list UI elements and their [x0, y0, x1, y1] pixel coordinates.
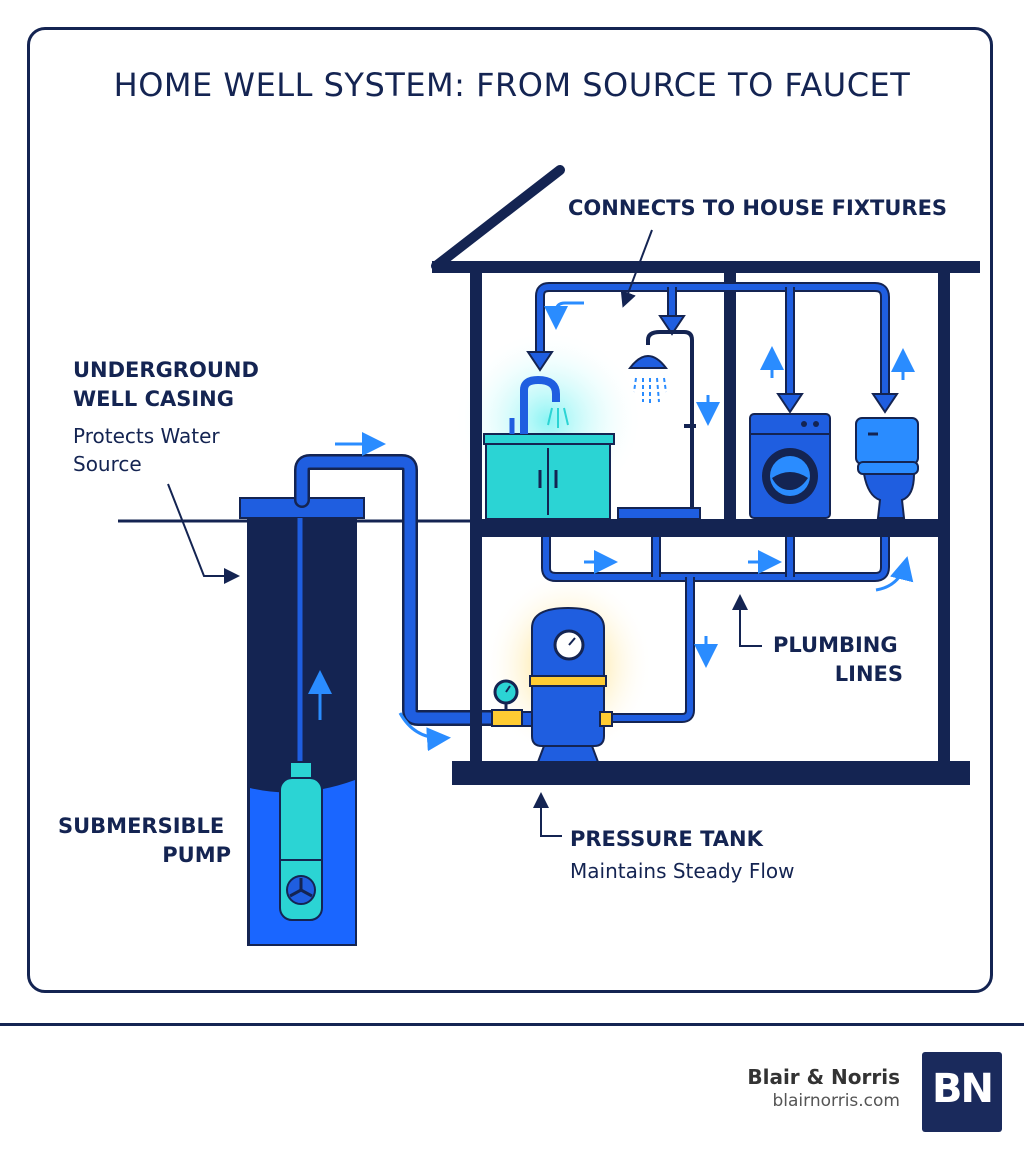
distribution-pipes	[535, 282, 890, 398]
house-structure	[431, 165, 980, 785]
brand-url[interactable]: blairnorris.com	[772, 1091, 901, 1111]
plumbing-label-line1: PLUMBING	[773, 633, 898, 657]
tank-label: PRESSURE TANK	[570, 827, 763, 851]
fixture-flow-arrowheads	[526, 315, 899, 414]
supply-pipe	[294, 454, 498, 726]
casing-sublabel-line1: Protects Water	[73, 424, 220, 448]
well-system-diagram	[118, 165, 980, 946]
supply-flow-arrow-2	[398, 712, 451, 752]
casing-label-line1: UNDERGROUND	[73, 358, 259, 382]
flow-arrow-top	[544, 301, 584, 330]
casing-label-line2: WELL CASING	[73, 387, 234, 411]
fixtures-label: CONNECTS TO HOUSE FIXTURES	[568, 196, 948, 220]
diagram-title: HOME WELL SYSTEM: FROM SOURCE TO FAUCET	[113, 66, 911, 104]
plumbing-flow-arrow-4	[875, 556, 914, 592]
brand-name: Blair & Norris	[747, 1065, 900, 1089]
footer-divider	[0, 1023, 1024, 1026]
pump-label-line1: SUBMERSIBLE	[58, 814, 225, 838]
plumbing-lines	[541, 537, 890, 723]
washing-machine	[749, 413, 831, 519]
pump-label-line2: PUMP	[162, 843, 231, 867]
annotation-leaders	[167, 229, 762, 837]
casing-sublabel-line2: Source	[73, 452, 142, 476]
brand-logo: BN	[922, 1052, 1002, 1132]
plumbing-label-line2: LINES	[834, 662, 903, 686]
sink-fixture	[483, 375, 615, 520]
shower-fixture	[617, 330, 701, 520]
tank-sublabel: Maintains Steady Flow	[570, 859, 795, 883]
toilet	[855, 417, 919, 519]
brand-logo-text: BN	[932, 1066, 994, 1112]
pressure-tank	[491, 606, 613, 763]
submersible-pump	[279, 761, 323, 921]
